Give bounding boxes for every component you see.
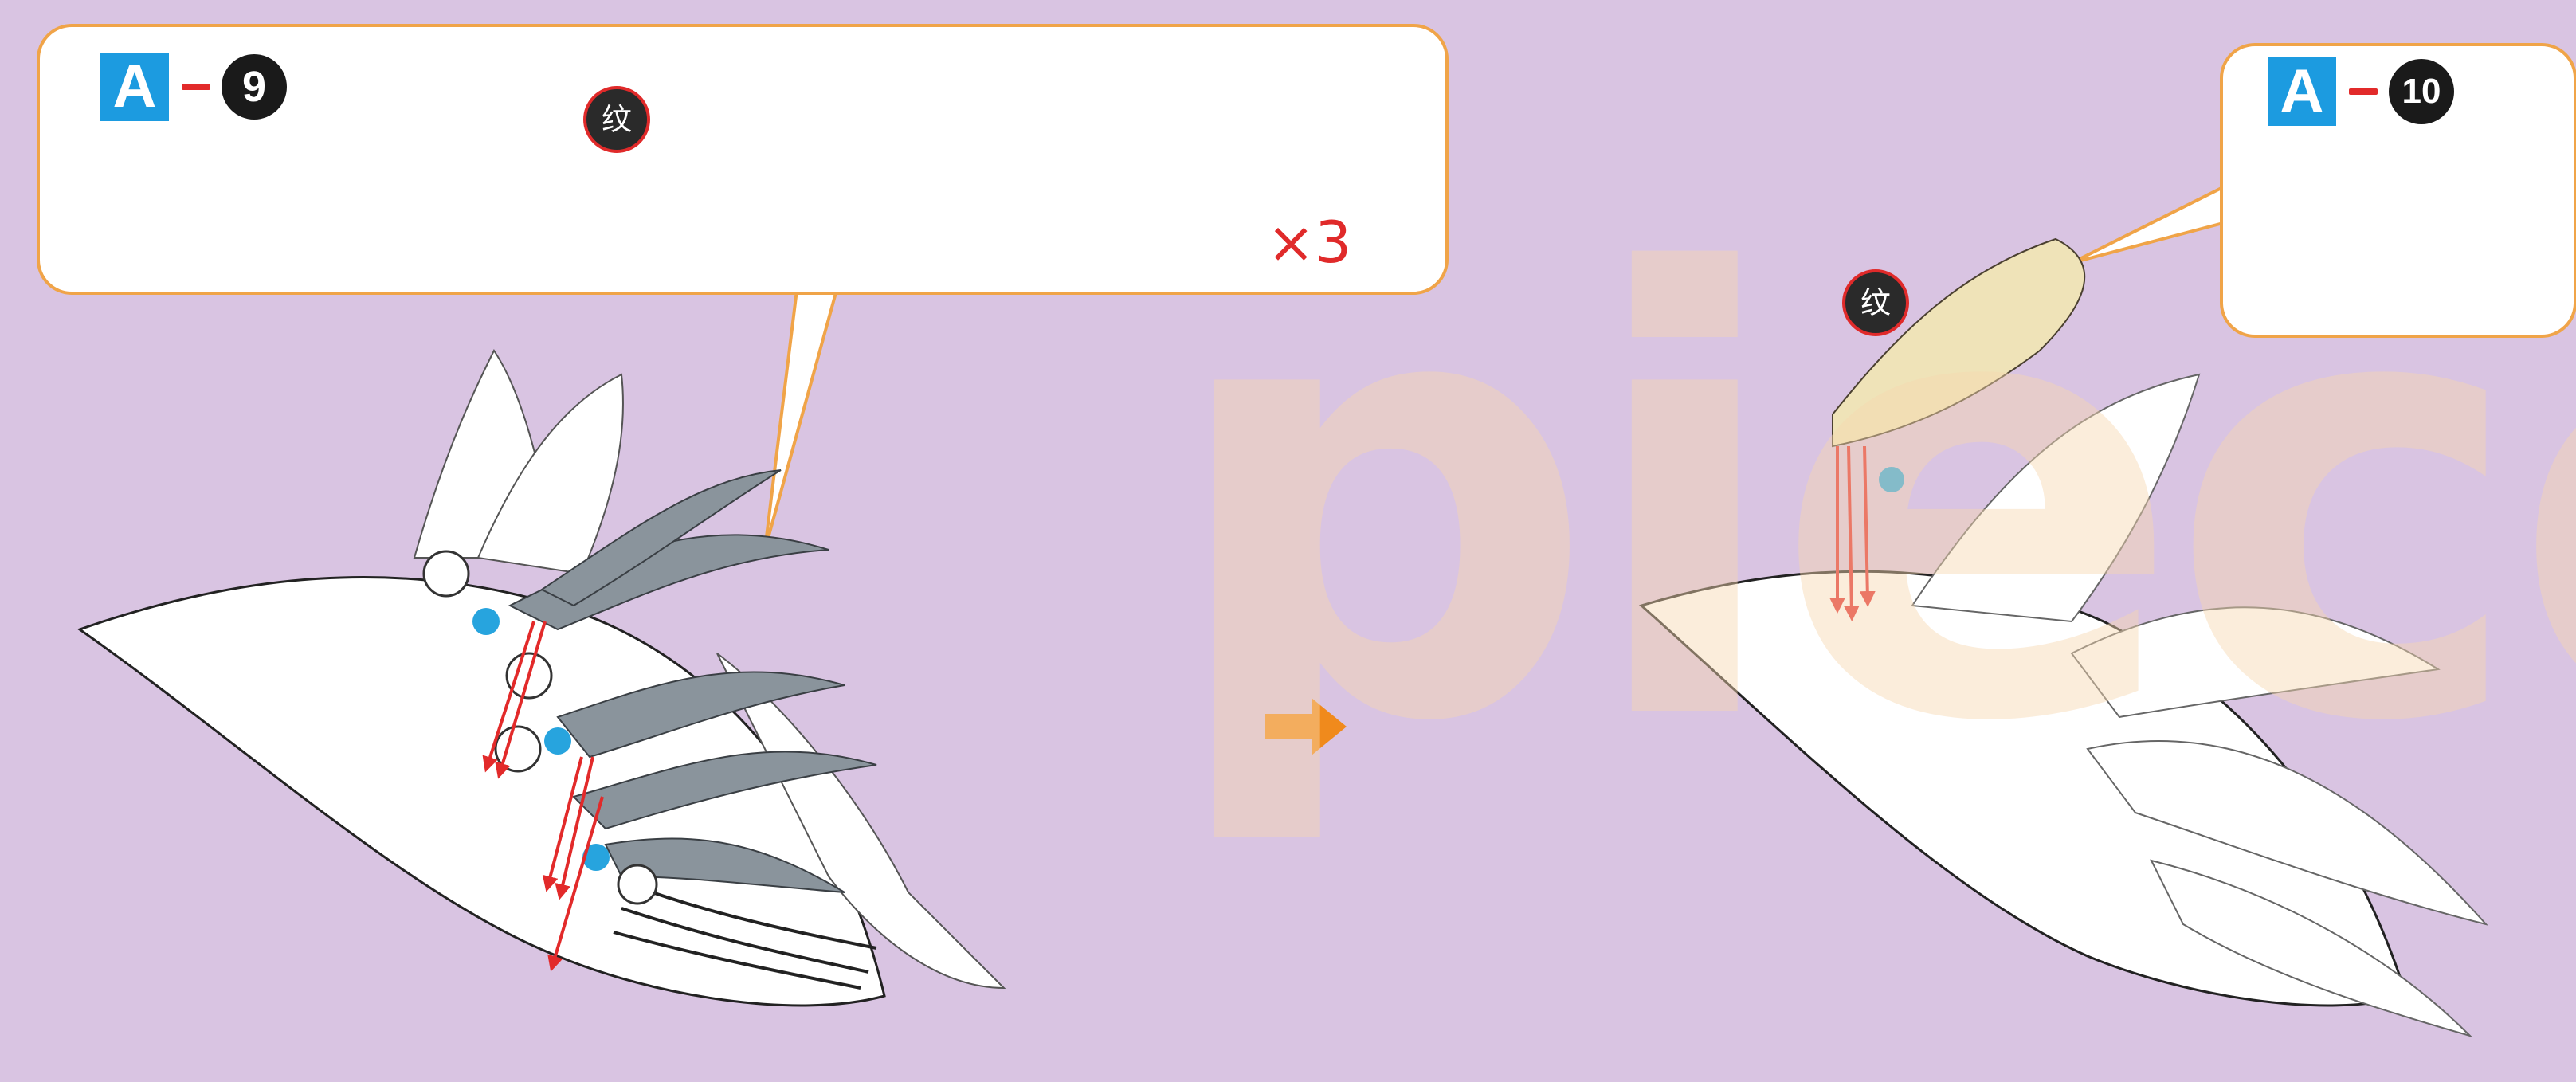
- part-letter-badge: A: [100, 53, 169, 121]
- left-model: [80, 351, 1004, 1006]
- step-label-a10: A 10: [2268, 57, 2454, 126]
- callout-pointer-2: [2072, 183, 2231, 263]
- texture-mark-icon: 纹: [583, 86, 650, 153]
- next-step-arrow: [1265, 698, 1347, 755]
- right-model: [1641, 239, 2486, 1036]
- step-dash: [2349, 88, 2378, 95]
- repeat-count-label: ×3: [1267, 214, 1351, 271]
- step-label-a9: A 9: [100, 53, 287, 121]
- texture-mark-icon: 纹: [1842, 269, 1909, 336]
- callout-pointer-1: [765, 290, 837, 550]
- left-base: [80, 577, 884, 1005]
- step-number: 9: [222, 54, 287, 120]
- part-letter-badge: A: [2268, 57, 2336, 126]
- step-number: 10: [2389, 59, 2454, 124]
- step-dash: [182, 84, 210, 90]
